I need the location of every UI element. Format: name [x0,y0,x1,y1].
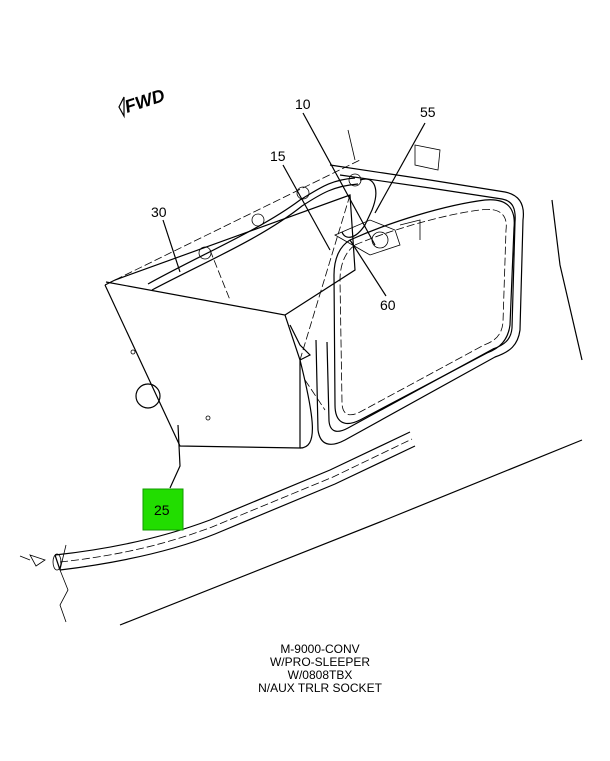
forward-arrow-icon [118,96,125,119]
cab-frame [315,164,583,445]
callout-55: 55 [420,104,436,120]
caption-line: M-9000-CONV [280,642,360,656]
sleeper-box [104,159,361,449]
callout-60: 60 [380,297,396,313]
callout-25-highlight [142,488,184,531]
callout-25: 25 [154,502,170,518]
fwd-indicator: FWD [118,85,167,119]
callout-10: 10 [295,96,311,112]
callout-30: 30 [151,204,167,220]
wire-harness [147,129,441,291]
leader-lines [162,112,426,489]
fwd-label: FWD [122,85,167,117]
caption-block: M-9000-CONV W/PRO-SLEEPER W/0808TBX N/AU… [200,643,440,695]
floor-rail [19,431,583,626]
caption-line: N/AUX TRLR SOCKET [258,681,382,695]
caption-line: W/0808TBX [287,668,353,682]
caption-line: W/PRO-SLEEPER [269,655,371,669]
callout-15: 15 [270,148,286,164]
